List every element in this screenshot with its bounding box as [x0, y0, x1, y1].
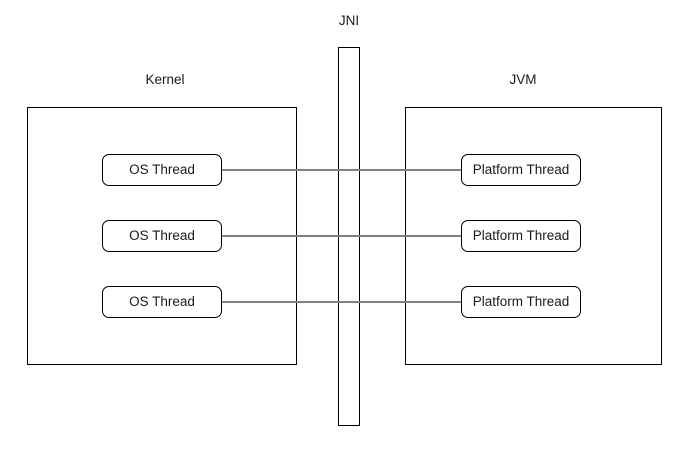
connector-line-3	[221, 301, 462, 303]
platform-thread-node-3[interactable]: Platform Thread	[461, 286, 581, 318]
os-thread-node-2[interactable]: OS Thread	[102, 220, 222, 252]
kernel-label: Kernel	[145, 72, 185, 87]
platform-thread-node-1[interactable]: Platform Thread	[461, 154, 581, 186]
platform-thread-node-2[interactable]: Platform Thread	[461, 220, 581, 252]
connector-line-1	[221, 169, 462, 171]
os-thread-node-3[interactable]: OS Thread	[102, 286, 222, 318]
jni-label: JNI	[338, 13, 360, 28]
connector-line-2	[221, 235, 462, 237]
jvm-label: JVM	[509, 72, 537, 87]
os-thread-node-1[interactable]: OS Thread	[102, 154, 222, 186]
